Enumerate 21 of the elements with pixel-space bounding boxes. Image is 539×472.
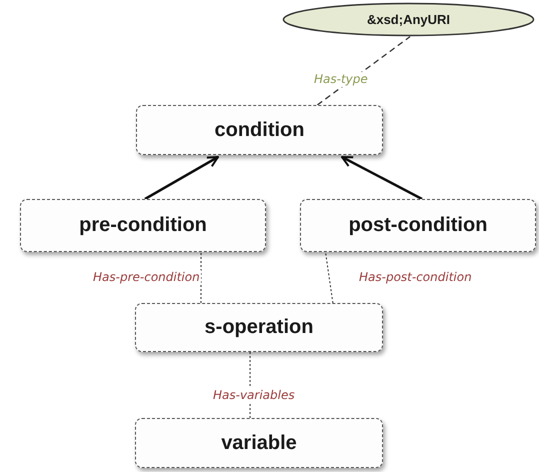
edge-label: Has-type: [313, 72, 369, 87]
node-label: pre-condition: [79, 214, 207, 237]
node-label: s-operation: [204, 316, 314, 339]
node-label: variable: [221, 432, 297, 454]
connector-line: [316, 36, 410, 106]
arrow: [144, 156, 219, 200]
edge-label: Has-pre-condition: [92, 270, 201, 285]
arrow: [341, 156, 423, 200]
concept-box: [20, 199, 266, 252]
concept-box: [135, 418, 383, 468]
node-label: condition: [214, 118, 304, 142]
concept-box: [136, 105, 383, 155]
connector-line: [325, 252, 334, 304]
connector-line: [200, 252, 202, 304]
node-label: post-condition: [348, 214, 488, 237]
class-ellipse: [282, 2, 535, 37]
concept-box: [300, 199, 536, 252]
concept-box: [135, 303, 383, 352]
edge-label: Has-post-condition: [358, 270, 473, 285]
edge-label: Has-variables: [212, 388, 296, 403]
node-label: &xsd;AnyURI: [366, 12, 450, 27]
